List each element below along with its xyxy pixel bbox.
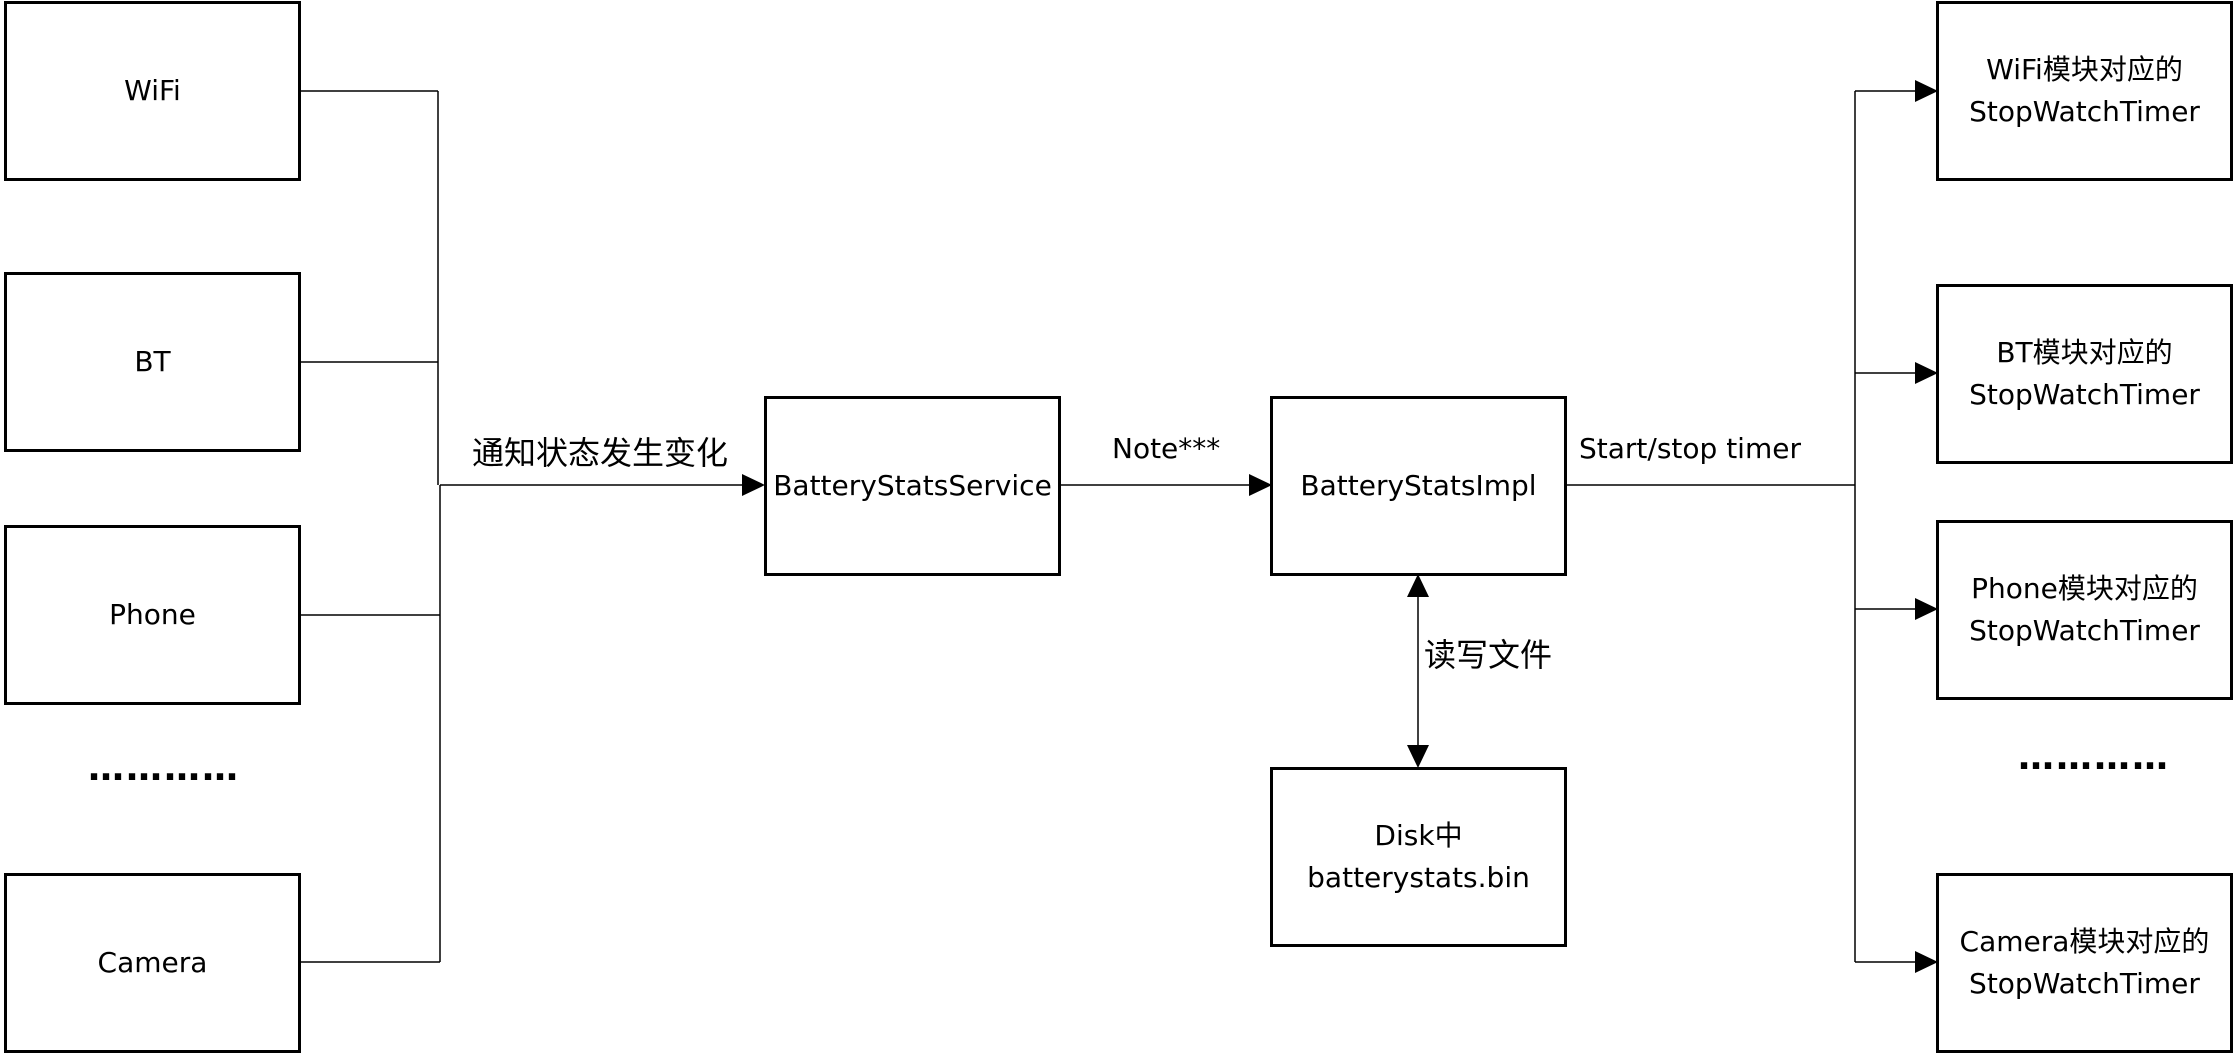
source-ellipsis: ………… [88,748,240,789]
arrowhead-down-disk [1407,745,1429,768]
source-box-wifi: WiFi [4,1,301,181]
timer-box-bt: BT模块对应的 StopWatchTimer [1936,284,2233,464]
source-label-bt: BT [134,345,171,378]
source-label-phone: Phone [109,598,196,631]
battery-stats-service-label: BatteryStatsService [773,469,1052,502]
source-label-camera: Camera [97,946,208,979]
arrowhead-to-service [742,474,765,496]
disk-label-line1: Disk中 [1374,819,1463,852]
timer-bt-line1: BT模块对应的 [1996,336,2173,369]
edge-label-note: Note*** [1112,432,1221,465]
arrowhead-to-impl [1249,474,1272,496]
arrowhead-timer-camera [1915,951,1938,973]
arrowhead-timer-phone [1915,598,1938,620]
timer-phone-line2: StopWatchTimer [1969,614,2200,647]
timer-box-camera: Camera模块对应的 StopWatchTimer [1936,873,2233,1053]
arrowhead-up-impl [1407,574,1429,597]
edge-label-notify: 通知状态发生变化 [472,434,729,472]
battery-stats-impl-label: BatteryStatsImpl [1300,469,1537,502]
battery-stats-service-box: BatteryStatsService [764,396,1061,576]
timer-camera-line1: Camera模块对应的 [1959,925,2210,958]
timer-wifi-line2: StopWatchTimer [1969,95,2200,128]
timer-ellipsis: ………… [2018,737,2170,778]
timer-box-phone: Phone模块对应的 StopWatchTimer [1936,520,2233,700]
edge-label-start-stop: Start/stop timer [1579,432,1801,465]
arrowhead-timer-bt [1915,362,1938,384]
timer-bt-line2: StopWatchTimer [1969,378,2200,411]
timer-wifi-line1: WiFi模块对应的 [1986,53,2183,86]
edge-label-read-write: 读写文件 [1424,636,1553,674]
source-label-wifi: WiFi [124,74,181,107]
timer-box-wifi: WiFi模块对应的 StopWatchTimer [1936,1,2233,181]
source-box-phone: Phone [4,525,301,705]
source-box-camera: Camera [4,873,301,1053]
disk-label-line2: batterystats.bin [1307,861,1530,894]
disk-box: Disk中 batterystats.bin [1270,767,1567,947]
battery-stats-impl-box: BatteryStatsImpl [1270,396,1567,576]
source-box-bt: BT [4,272,301,452]
arrowhead-timer-wifi [1915,80,1938,102]
timer-camera-line2: StopWatchTimer [1969,967,2200,1000]
timer-phone-line1: Phone模块对应的 [1971,572,2198,605]
